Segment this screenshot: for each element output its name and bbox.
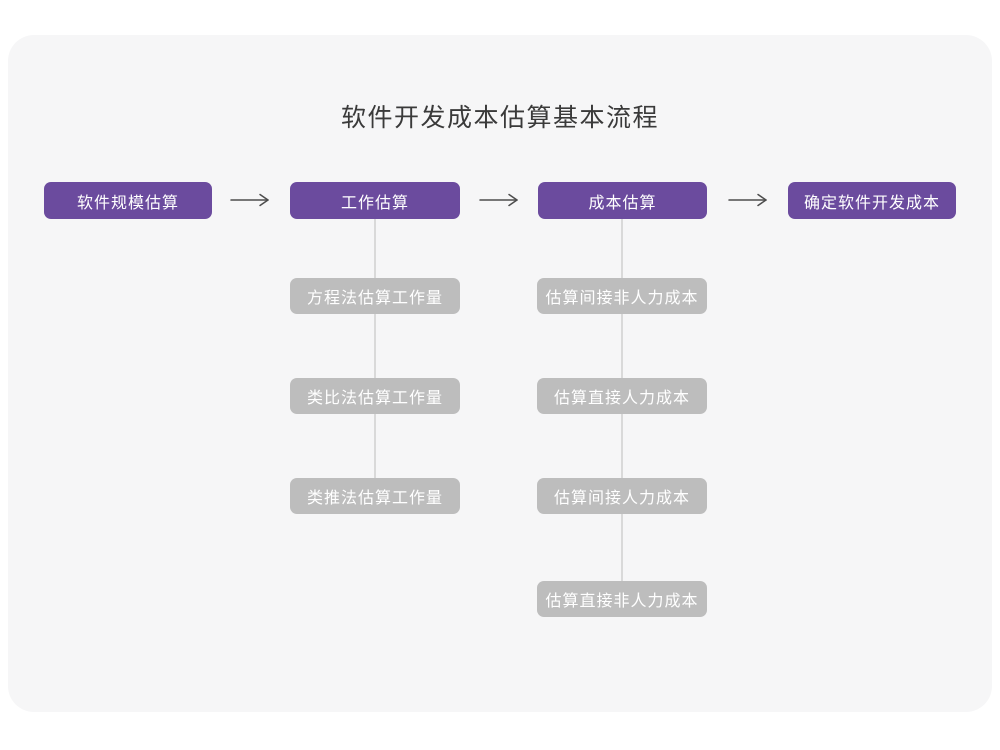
- flow-step-cost-estimation: 成本估算: [538, 182, 707, 219]
- substep-label: 类推法估算工作量: [306, 490, 443, 507]
- right-arrow-icon: [478, 192, 522, 208]
- diagram-card: [8, 35, 992, 712]
- substep-label: 估算直接非人力成本: [545, 593, 699, 610]
- flow-step-label: 确定软件开发成本: [803, 194, 940, 212]
- substep-direct-nonlabor-cost: 估算直接非人力成本: [537, 581, 707, 617]
- flow-step-label: 工作估算: [340, 194, 409, 212]
- flow-step-label: 成本估算: [588, 194, 657, 212]
- substep-label: 方程法估算工作量: [306, 290, 443, 307]
- page-title: 软件开发成本估算基本流程: [340, 104, 659, 132]
- right-arrow-icon: [229, 192, 273, 208]
- substep-label: 估算间接非人力成本: [545, 290, 699, 307]
- flow-step-determine-cost: 确定软件开发成本: [788, 182, 956, 219]
- flow-step-scale-estimation: 软件规模估算: [44, 182, 212, 219]
- flow-step-work-estimation: 工作估算: [290, 182, 460, 219]
- substep-extrapolation-method: 类推法估算工作量: [290, 478, 460, 514]
- substep-direct-labor-cost: 估算直接人力成本: [537, 378, 707, 414]
- substep-indirect-labor-cost: 估算间接人力成本: [537, 478, 707, 514]
- substep-label: 估算间接人力成本: [553, 490, 690, 507]
- substep-label: 类比法估算工作量: [306, 390, 443, 407]
- substep-label: 估算直接人力成本: [553, 390, 690, 407]
- right-arrow-icon: [727, 192, 771, 208]
- substep-analogy-method: 类比法估算工作量: [290, 378, 460, 414]
- substep-equation-method: 方程法估算工作量: [290, 278, 460, 314]
- substep-indirect-nonlabor-cost: 估算间接非人力成本: [537, 278, 707, 314]
- connector-line-work: [374, 219, 376, 496]
- flow-step-label: 软件规模估算: [76, 194, 179, 212]
